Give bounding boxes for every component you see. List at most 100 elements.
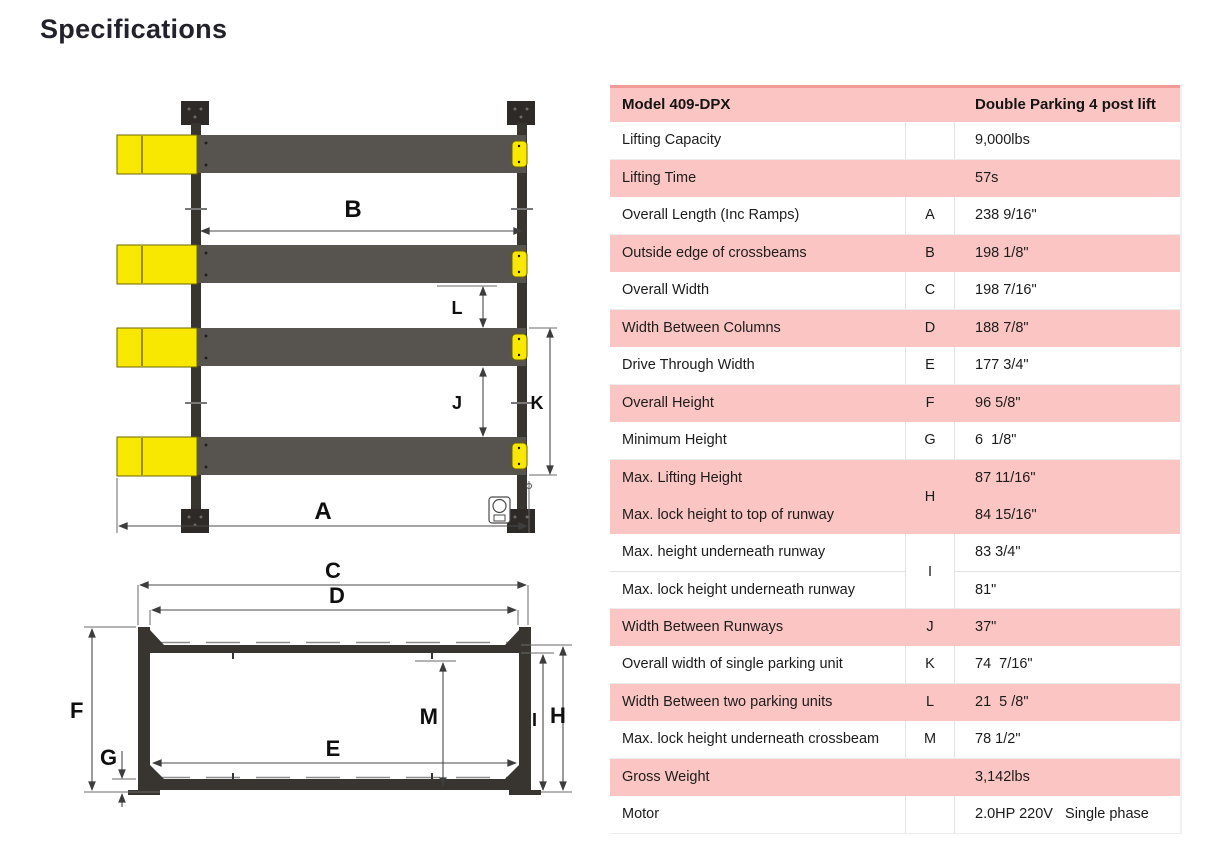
spec-row: Overall Width C 198 7/16" (610, 272, 1180, 310)
spec-row: Overall Height F 96 5/8" (610, 385, 1180, 422)
model-type: Double Parking 4 post lift (975, 96, 1156, 113)
front-view-diagram: C D F G E M I H (70, 558, 572, 807)
dimension-c: C (137, 558, 529, 625)
spec-letter-cell: J (926, 619, 934, 635)
spec-value-cell: 96 5/8" (975, 395, 1021, 411)
spec-row: Lifting Time 57s (610, 160, 1180, 197)
dimension-l: L (437, 285, 497, 328)
spec-value-cell: 3,142lbs (975, 769, 1030, 785)
spec-label-cell: Drive Through Width (622, 357, 755, 373)
spec-row: Width Between two parking units L 21 5 /… (610, 684, 1180, 721)
spec-label-cell: Max. lock height underneath runway (622, 582, 855, 598)
spec-value-cell: 6 1/8" (975, 432, 1017, 448)
spec-value-cell: 37" (975, 619, 997, 635)
spec-letter-cell: A (905, 197, 955, 234)
spec-value-cell: 9,000lbs (975, 132, 1030, 148)
model-name: Model 409-DPX (622, 96, 731, 113)
spec-letter-cell: K (905, 646, 955, 683)
column-top-plates (181, 101, 535, 125)
spec-label-cell: Overall Length (Inc Ramps) (622, 207, 800, 223)
dimension-label-b: B (344, 196, 361, 223)
spec-letter-cell: F (925, 395, 935, 411)
spec-row: Drive Through Width E 177 3/4" (610, 347, 1180, 385)
posts (185, 123, 533, 511)
spec-value-cell: 21 5 /8" (975, 694, 1029, 710)
dimension-label-a: A (314, 498, 331, 525)
spec-letter-cell: B (925, 245, 935, 261)
dimension-label-m: M (420, 704, 438, 729)
dimension-i: I (521, 652, 554, 791)
spec-label-cell: Overall Width (622, 282, 710, 298)
spec-label-cell: Width Between Columns (622, 320, 781, 336)
spec-label-cell: Overall Height (622, 395, 714, 411)
spec-letter-cell: E (905, 347, 955, 384)
page-title: Specifications (40, 14, 228, 44)
dimension-g: G (100, 745, 136, 807)
spec-row: Lifting Capacity 9,000lbs (610, 122, 1180, 160)
dimension-label-e: E (326, 736, 341, 761)
spec-row: Motor 2.0HP 220V Single phase (610, 796, 1180, 834)
spec-label-cell: Gross Weight (622, 769, 710, 785)
dimension-label-i: I (532, 710, 537, 730)
spec-letter-cell: I (905, 534, 955, 609)
dimension-label-c: C (325, 558, 341, 583)
spec-row: Width Between Columns D 188 7/8" (610, 310, 1180, 347)
dimension-d: D (149, 583, 519, 625)
dimension-label-j: J (452, 393, 462, 413)
dimension-a: A (116, 478, 530, 533)
dimension-e: E (152, 736, 517, 767)
spec-label-cell: Motor (622, 806, 660, 822)
dimension-m: M (415, 660, 456, 787)
dimension-label-h: H (550, 703, 566, 728)
spec-label-cell: Max. Lifting Height (622, 470, 743, 486)
spec-label-cell: Max. height underneath runway (610, 534, 905, 572)
spec-value-cell: 81" (975, 582, 997, 598)
spec-label-cell: Overall width of single parking unit (622, 656, 843, 672)
dimension-f: F (70, 626, 160, 793)
spec-row: Max. height underneath runway Max. lock … (610, 534, 1180, 609)
runways (116, 134, 528, 477)
spec-value-cell: 2.0HP 220V Single phase (975, 806, 1149, 822)
dimension-k: K (529, 327, 557, 476)
dimension-h: H (521, 644, 572, 793)
spec-letter-cell: H (924, 489, 936, 505)
spec-letter-cell: C (905, 272, 955, 309)
spec-row: Overall Length (Inc Ramps) A 238 9/16" (610, 197, 1180, 235)
spec-table: Model 409-DPX Double Parking 4 post lift… (610, 85, 1182, 834)
spec-label-cell: Max. lock height to top of runway (622, 507, 834, 523)
spec-row: Minimum Height G 6 1/8" (610, 422, 1180, 460)
spec-letter-cell (905, 122, 955, 159)
spec-row: Max. lock height underneath crossbeam M … (610, 721, 1180, 759)
spec-label-cell: Outside edge of crossbeams (622, 245, 807, 261)
spec-row: Width Between Runways J 37" (610, 609, 1180, 646)
top-view-diagram: B L J K A (116, 101, 557, 533)
spec-letter-cell: D (924, 320, 936, 336)
spec-label-cell: Width Between Runways (622, 619, 784, 635)
spec-value-cell: 198 1/8" (975, 245, 1029, 261)
spec-value-cell: 177 3/4" (975, 357, 1029, 373)
spec-value-cell: 74 7/16" (975, 656, 1033, 672)
spec-value-cell: 238 9/16" (975, 207, 1037, 223)
spec-letter-cell (905, 160, 955, 197)
spec-label-cell: Max. lock height underneath crossbeam (622, 731, 880, 747)
dimension-j: J (452, 367, 487, 437)
spec-label-cell: Lifting Capacity (622, 132, 722, 148)
spec-letter-cell (905, 796, 955, 833)
column-base-plates (181, 509, 535, 533)
dimension-label-d: D (329, 583, 345, 608)
spec-value-cell: 198 7/16" (975, 282, 1037, 298)
dimension-label-l: L (452, 298, 463, 318)
spec-value-cell: 57s (975, 170, 999, 186)
dimension-label-f: F (70, 698, 83, 723)
dimension-label-g: G (100, 745, 117, 770)
spec-letter-cell: G (905, 422, 955, 459)
spec-row: Max. Lifting Height Max. lock height to … (610, 460, 1180, 534)
spec-label-cell: Width Between two parking units (622, 694, 833, 710)
dimension-b: B (200, 196, 523, 235)
dimension-label-k: K (531, 393, 544, 413)
spec-value-cell: 87 11/16" (975, 470, 1036, 486)
spec-value-cell: 83 3/4" (955, 534, 1180, 572)
spec-letter-cell (905, 759, 955, 796)
spec-value-cell: 78 1/2" (975, 731, 1021, 747)
spec-label-cell: Lifting Time (622, 170, 697, 186)
